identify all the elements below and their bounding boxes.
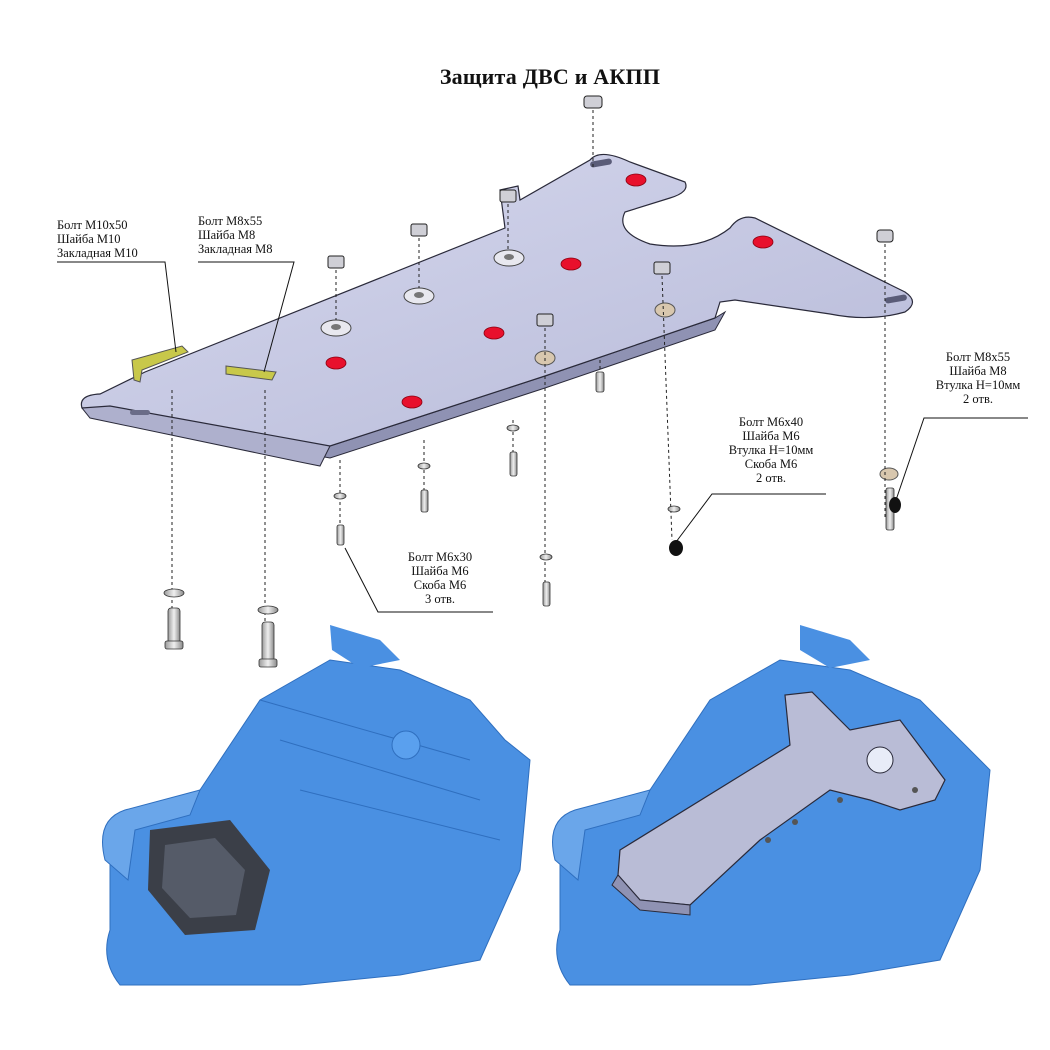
callout-m6x30-line: Скоба М6 <box>413 578 467 592</box>
page-title: Защита ДВС и АКПП <box>439 64 661 89</box>
callout-m6x30-line: Болт М6х30 <box>407 550 473 564</box>
callout-m6x40-line: 2 отв. <box>756 471 786 485</box>
callout-m8-left-line: Шайба М8 <box>198 228 256 242</box>
callout-m6x30: Болт М6х30 Шайба М6 Скоба М6 3 отв. <box>392 550 488 606</box>
callout-m10-line: Закладная М10 <box>57 246 138 260</box>
callout-m8-right-line: Болт М8х55 <box>945 350 1011 364</box>
callout-m6x30-line: 3 отв. <box>425 592 455 606</box>
callout-m8-left: Болт М8х55 Шайба М8 Закладная М8 <box>198 214 273 256</box>
callout-m8-left-line: Болт М8х55 <box>198 214 263 228</box>
car-underbody-scan-before <box>102 625 531 986</box>
black-nut-icon <box>669 497 901 556</box>
callout-m8-left-line: Закладная М8 <box>198 242 273 256</box>
callout-m6x40: Болт М6х40 Шайба М6 Втулка H=10мм Скоба … <box>718 415 824 485</box>
callout-m10-line: Болт М10х50 <box>57 218 128 232</box>
callout-m8-right-line: 2 отв. <box>963 392 993 406</box>
red-plug-icon <box>325 173 774 409</box>
callout-m6x40-line: Болт М6х40 <box>738 415 804 429</box>
cage-nut-icon <box>327 95 894 327</box>
callout-m8-right: Болт М8х55 Шайба М8 Втулка H=10мм 2 отв. <box>928 350 1028 406</box>
car-underbody-scan-with-plate <box>552 625 991 986</box>
callout-m8-right-line: Шайба М8 <box>949 364 1007 378</box>
callout-m10: Болт М10х50 Шайба М10 Закладная М10 <box>57 218 138 260</box>
callout-m10-line: Шайба М10 <box>57 232 121 246</box>
callout-m6x40-line: Втулка H=10мм <box>728 443 814 457</box>
callout-m6x40-line: Скоба М6 <box>744 457 798 471</box>
yellow-insert-icon <box>131 345 277 383</box>
callout-m6x30-line: Шайба М6 <box>411 564 469 578</box>
callout-m8-right-line: Втулка H=10мм <box>935 378 1021 392</box>
leader-lines <box>57 261 1028 613</box>
skid-plate-illustration <box>80 153 914 467</box>
callout-m6x40-line: Шайба М6 <box>742 429 800 443</box>
